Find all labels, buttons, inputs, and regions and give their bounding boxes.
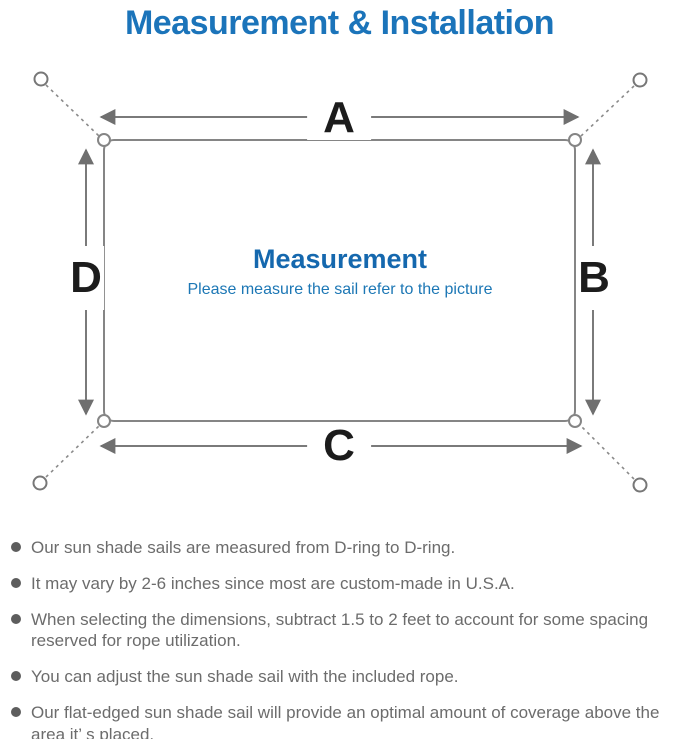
anchor-ring-bottom-left-icon bbox=[32, 475, 48, 491]
note-text: When selecting the dimensions, subtract … bbox=[31, 609, 649, 651]
notes-list: Our sun shade sails are measured from D-… bbox=[0, 530, 679, 739]
bullet-dot-icon bbox=[11, 577, 21, 588]
diagram-subheading: Please measure the sail refer to the pic… bbox=[187, 280, 493, 298]
diagram-center-text: Measurement Please measure the sail refe… bbox=[187, 244, 493, 299]
list-item: Our flat-edged sun shade sail will provi… bbox=[11, 702, 669, 739]
note-text: Our flat-edged sun shade sail will provi… bbox=[31, 702, 660, 739]
list-item: When selecting the dimensions, subtract … bbox=[11, 609, 669, 653]
d-ring-top-left-icon bbox=[97, 133, 111, 147]
list-item: It may vary by 2-6 inches since most are… bbox=[11, 573, 669, 595]
bullet-dot-icon bbox=[11, 542, 21, 552]
anchor-ring-bottom-right-icon bbox=[632, 477, 648, 493]
measurement-diagram: A B C D Measurement Please measure the s… bbox=[0, 60, 679, 530]
bullet-dot-icon bbox=[11, 671, 21, 681]
list-item: Our sun shade sails are measured from D-… bbox=[11, 537, 669, 559]
note-text: Our sun shade sails are measured from D-… bbox=[31, 538, 456, 557]
diagram-heading: Measurement bbox=[252, 244, 428, 274]
d-ring-bottom-left-icon bbox=[97, 414, 111, 428]
sail-outline bbox=[103, 139, 576, 422]
list-item: You can adjust the sun shade sail with t… bbox=[11, 666, 669, 688]
rope-line-bottom-left bbox=[45, 425, 100, 478]
rope-line-top-right bbox=[580, 85, 635, 137]
d-ring-top-right-icon bbox=[568, 133, 582, 147]
dimension-label-d: D bbox=[68, 246, 104, 310]
page-title: Measurement & Installation bbox=[124, 4, 555, 42]
note-text: You can adjust the sun shade sail with t… bbox=[31, 667, 459, 686]
rope-line-bottom-right bbox=[580, 425, 635, 480]
dimension-label-c: C bbox=[307, 424, 371, 468]
bullet-dot-icon bbox=[11, 706, 21, 717]
bullet-dot-icon bbox=[11, 613, 21, 624]
rope-line-top-left bbox=[45, 84, 100, 137]
anchor-ring-top-left-icon bbox=[33, 71, 49, 87]
note-text: It may vary by 2-6 inches since most are… bbox=[31, 573, 515, 593]
d-ring-bottom-right-icon bbox=[568, 414, 582, 428]
dimension-label-a: A bbox=[307, 96, 371, 140]
anchor-ring-top-right-icon bbox=[632, 72, 648, 88]
dimension-label-b: B bbox=[576, 246, 612, 310]
